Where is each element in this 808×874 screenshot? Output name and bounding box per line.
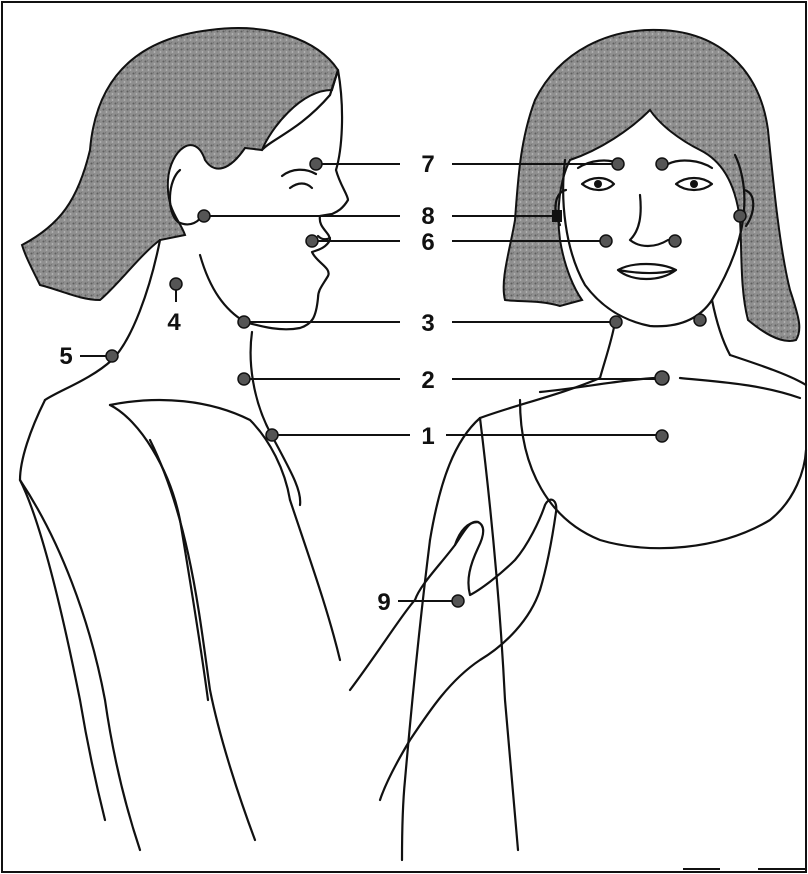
profile-eye — [290, 184, 312, 189]
profile-arm-inner — [150, 440, 255, 840]
profile-neck-front — [251, 332, 301, 505]
front-mouth — [618, 264, 676, 279]
point-3-front-right — [694, 314, 706, 326]
point-7-group: 7 — [310, 151, 668, 178]
front-figure — [402, 30, 806, 860]
label-5: 5 — [59, 343, 72, 370]
front-nose — [630, 195, 668, 246]
front-iris-right — [690, 180, 698, 188]
point-2-profile — [238, 373, 250, 385]
label-2: 2 — [421, 367, 434, 394]
label-6: 6 — [421, 229, 434, 256]
point-8-front-left — [552, 210, 562, 222]
point-8-group: 8 — [198, 203, 746, 230]
point-6-front-right — [669, 235, 681, 247]
label-9: 9 — [377, 589, 390, 616]
front-dress-neckline — [520, 400, 806, 548]
label-3: 3 — [421, 310, 434, 337]
front-shoulder-left — [430, 378, 600, 540]
label-1: 1 — [421, 423, 434, 450]
front-iris-left — [594, 180, 602, 188]
point-6-profile — [306, 235, 318, 247]
profile-dress — [20, 400, 340, 820]
profile-jaw — [200, 255, 245, 322]
point-3-profile — [238, 316, 250, 328]
point-6-group: 6 — [306, 229, 681, 256]
label-8: 8 — [421, 203, 434, 230]
profile-hair — [22, 28, 338, 300]
point-5-profile — [106, 350, 118, 362]
point-7-front-right — [656, 158, 668, 170]
point-4-profile — [170, 278, 182, 290]
front-neck — [600, 300, 730, 378]
label-7: 7 — [421, 151, 434, 178]
point-1-group: 1 — [266, 423, 668, 450]
point-2-front — [655, 371, 669, 385]
front-hair — [504, 30, 800, 341]
front-collarbone — [540, 378, 800, 398]
point-6-front-left — [600, 235, 612, 247]
point-1-profile — [266, 429, 278, 441]
profile-brow — [282, 170, 316, 176]
point-8-front-right — [734, 210, 746, 222]
profile-arm — [20, 480, 140, 850]
point-1-front — [656, 430, 668, 442]
hand — [350, 500, 556, 800]
profile-figure — [20, 28, 348, 850]
point-8-profile — [198, 210, 210, 222]
front-shoulder-right — [730, 355, 806, 385]
point-5-group: 5 — [59, 343, 118, 370]
point-2-group: 2 — [238, 367, 669, 394]
label-4: 4 — [167, 309, 181, 336]
point-9-hand — [452, 595, 464, 607]
point-4-group: 4 — [167, 278, 182, 336]
point-3-front-left — [610, 316, 622, 328]
point-7-front-left — [612, 158, 624, 170]
front-body-left — [402, 540, 430, 860]
point-7-profile — [310, 158, 322, 170]
front-brow-right — [668, 161, 712, 168]
